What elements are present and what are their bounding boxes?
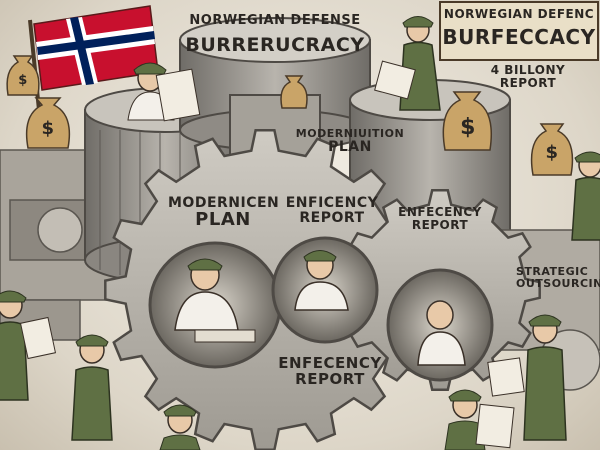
gear-left-line1: MODERNICEN <box>168 195 280 211</box>
gear-center-label: ENFICENCY REPORT <box>282 196 382 225</box>
tower-plan-line2: PLAN <box>328 138 372 155</box>
billion-report-label: 4 BILLONY REPORT <box>478 64 578 89</box>
clerk-right-figure <box>417 300 466 366</box>
money-bag-icon <box>25 97 71 149</box>
strategic-outsourcing-label: STRATEGIC OUTSOURCIN <box>516 266 600 289</box>
bureaucracy-sign: NORWEGIAN DEFENC BURFECCACY <box>442 8 596 48</box>
billion-line1: 4 BILLONY <box>490 63 566 77</box>
gear-left-label: MODERNICEN PLAN <box>168 195 280 230</box>
money-bag-icon <box>442 91 492 151</box>
gear-bottom-label: ENFECENCY REPORT <box>270 354 390 388</box>
gear-center-line1: ENFICENCY <box>285 195 379 211</box>
gear-left-line2: PLAN <box>195 208 251 230</box>
gear-bottom-line2: REPORT <box>295 369 365 388</box>
soldier-icon <box>159 404 201 450</box>
gear-right-line1: ENFECENCY <box>398 205 482 219</box>
soldier-icon <box>0 290 57 401</box>
dollar-sign: $ <box>545 142 559 163</box>
soldier-icon <box>571 151 600 241</box>
dollar-sign: $ <box>460 115 476 140</box>
gear-bottom-line1: ENFECENCY <box>278 354 382 372</box>
soldier-icon <box>487 314 567 441</box>
gear-right-label: ENFECENCY REPORT <box>392 206 488 231</box>
money-bag-icon <box>530 123 574 176</box>
sign-line2: BURFECCACY <box>442 24 596 49</box>
billion-line2: REPORT <box>499 75 557 90</box>
soldier-icon <box>374 16 441 111</box>
soldier-icon <box>444 389 515 450</box>
tower-plan-label: MODERNIUITION PLAN <box>290 128 410 154</box>
soldier-icon <box>127 62 201 122</box>
norwegian-flag-icon <box>28 5 159 121</box>
clerk-center-figure <box>294 250 349 311</box>
soldier-icon <box>71 334 113 441</box>
clerk-left-figure <box>174 258 256 343</box>
dollar-sign: $ <box>41 118 55 139</box>
tower-banner: NORWEGIAN DEFENSE BURRERUCRACY <box>180 14 370 56</box>
tower-banner-line1: NORWEGIAN DEFENSE <box>189 13 361 28</box>
money-bag-icon <box>6 55 40 96</box>
tower-plan-line1: MODERNIUITION <box>295 127 405 140</box>
gear-right-line2: REPORT <box>411 217 469 232</box>
tower-banner-line2: BURRERUCRACY <box>185 33 365 56</box>
sign-line1: NORWEGIAN DEFENC <box>443 7 595 21</box>
gear-center-line2: REPORT <box>299 209 365 226</box>
strategic-line1: STRATEGIC <box>516 265 589 278</box>
report-document-icon <box>439 1 599 61</box>
strategic-line2: OUTSOURCIN <box>516 276 600 290</box>
dollar-sign: $ <box>18 73 28 88</box>
money-bag-icon <box>280 75 308 109</box>
